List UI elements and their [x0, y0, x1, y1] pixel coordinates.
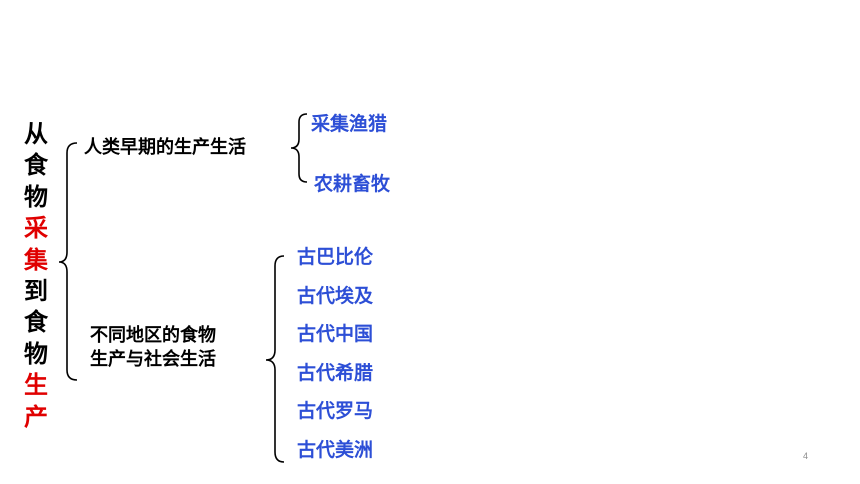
title-char: 物	[24, 182, 48, 211]
main-brace	[58, 142, 78, 381]
leaf-item: 农耕畜牧	[314, 173, 391, 195]
title-char: 食	[24, 151, 48, 180]
branch-label-line: 不同地区的食物	[90, 325, 216, 346]
leaf-item: 古代埃及	[297, 285, 374, 307]
leaf-item: 古代希腊	[297, 362, 374, 384]
regions-brace	[265, 255, 285, 463]
vertical-title: 从 食 物 采 集 到 食 物 生 产	[22, 119, 50, 433]
branch-label-regions: 不同地区的食物 生产与社会生活	[90, 324, 216, 372]
branch-label-early-life: 人类早期的生产生活	[84, 136, 246, 160]
title-char: 采	[24, 214, 48, 243]
title-char: 到	[24, 276, 48, 305]
early-life-brace	[290, 113, 308, 183]
title-char: 食	[24, 308, 48, 337]
branch-label-line: 生产与社会生活	[90, 349, 216, 370]
title-char: 产	[24, 402, 48, 431]
branch-label-line: 人类早期的生产生活	[84, 137, 246, 158]
title-char: 物	[24, 339, 48, 368]
title-char: 集	[24, 245, 48, 274]
leaf-item: 古巴比伦	[297, 246, 374, 268]
title-char: 从	[24, 120, 48, 148]
title-char: 生	[24, 371, 48, 400]
leaf-item: 古代美洲	[297, 439, 374, 461]
leaf-item: 古代中国	[297, 323, 374, 345]
leaf-item: 古代罗马	[297, 400, 374, 422]
page-number: 4	[803, 451, 809, 461]
leaf-item: 采集渔猎	[311, 113, 388, 135]
